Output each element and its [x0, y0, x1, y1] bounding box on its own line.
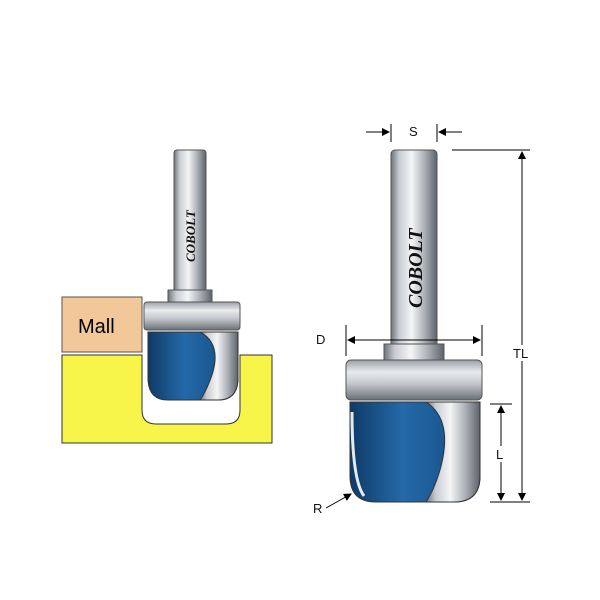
left-bearing: [143, 301, 241, 331]
right-collar: [383, 343, 445, 361]
left-collar: [167, 289, 213, 303]
workpiece: [61, 354, 273, 444]
dim-label-r: R: [313, 501, 322, 516]
left-brand: COBOLT: [183, 209, 198, 262]
right-brand: COBOLT: [405, 228, 427, 308]
dim-label-d: D: [316, 332, 325, 347]
dim-label-l: L: [496, 447, 503, 462]
right-assembly: COBOLT: [345, 149, 483, 503]
right-cutter-edge: [350, 411, 366, 497]
dim-label-s: S: [409, 124, 418, 139]
dim-label-tl: TL: [513, 346, 528, 361]
template-block: [61, 296, 143, 353]
right-cutter-flute: [424, 401, 481, 503]
template-label: Mall: [78, 316, 115, 338]
left-assembly: Mall COBOLT: [61, 149, 273, 444]
left-cutter-flute: [199, 331, 239, 401]
right-bearing: [345, 359, 483, 401]
dimensions: [325, 124, 530, 509]
